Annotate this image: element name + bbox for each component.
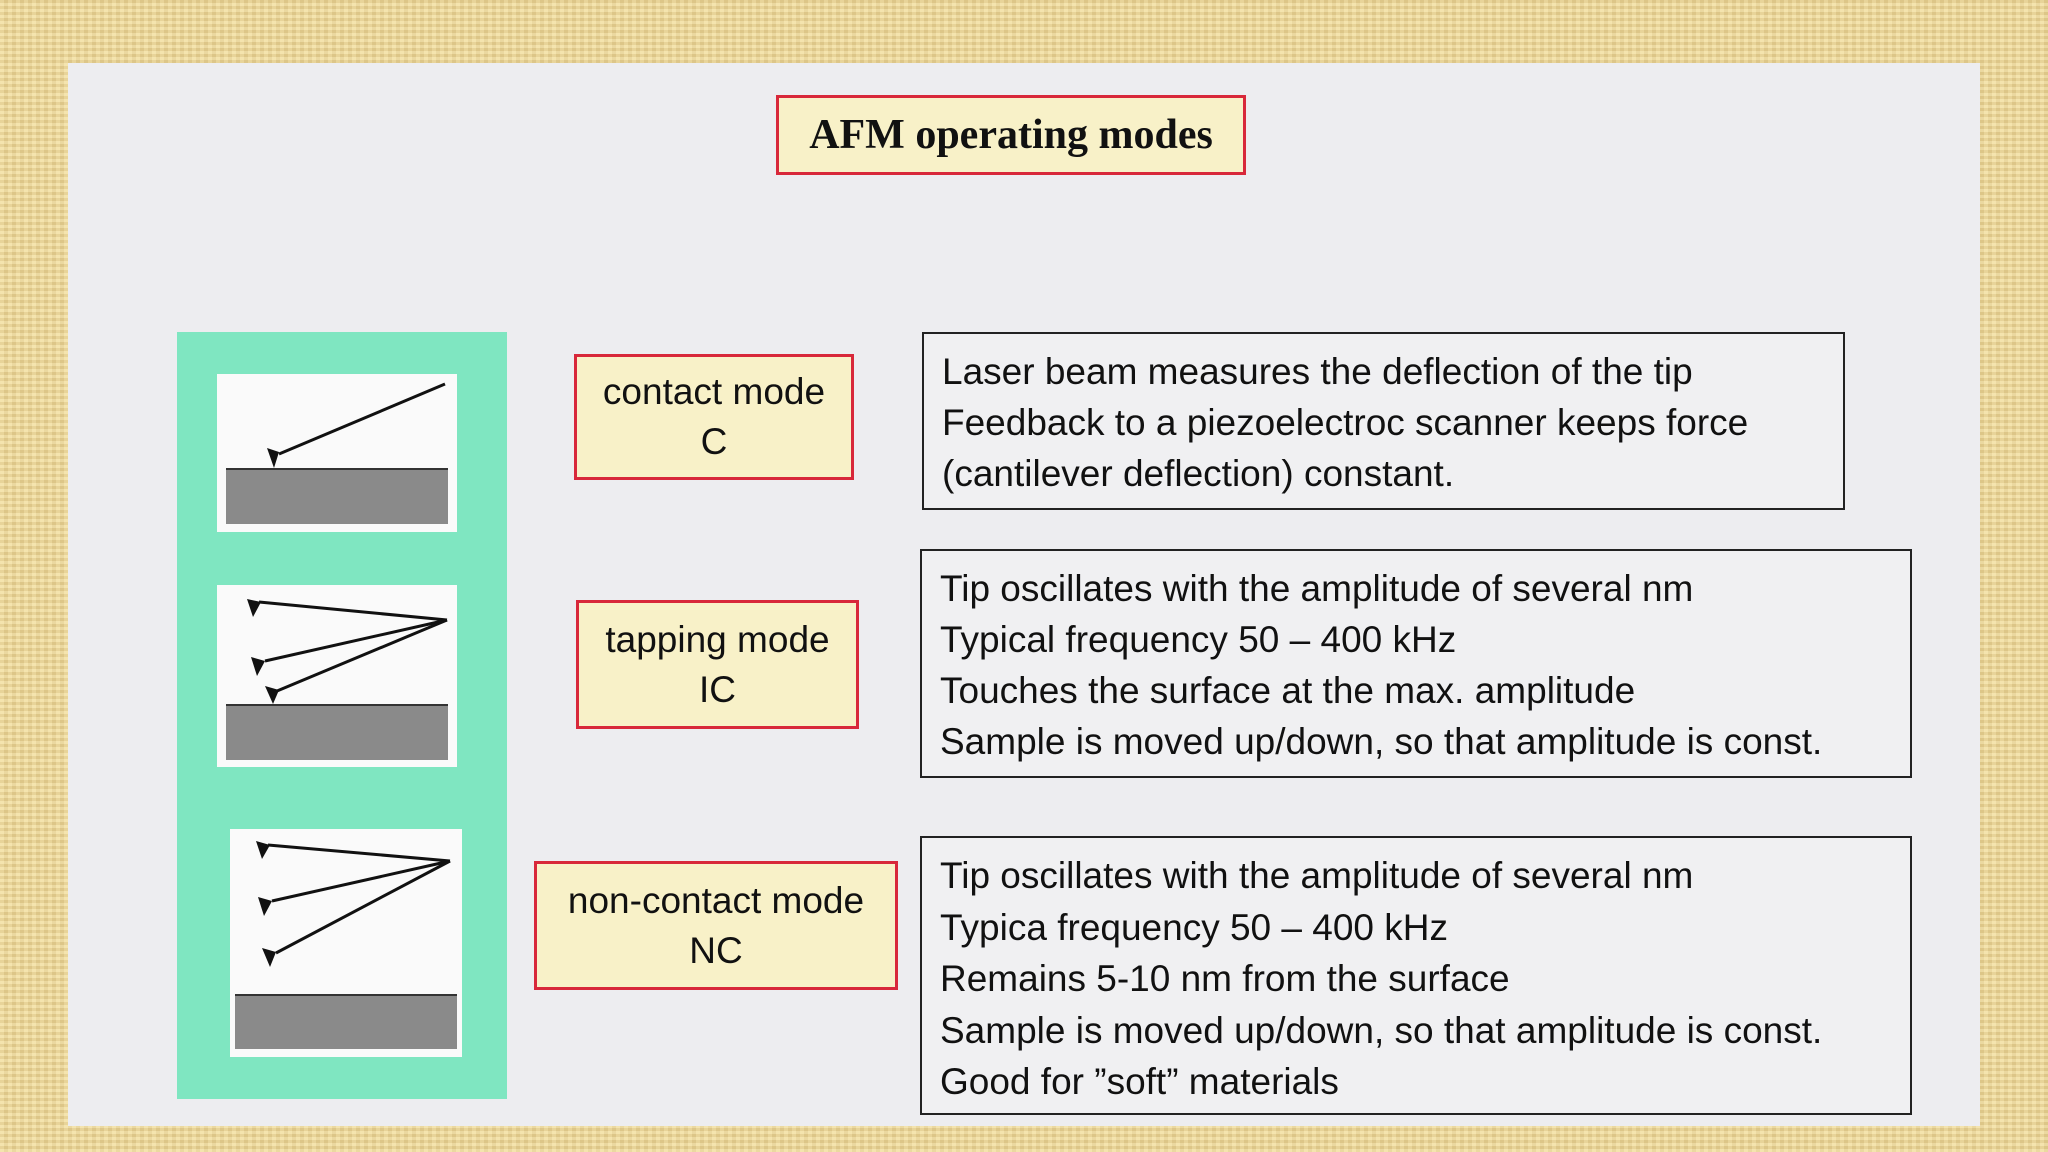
mode-abbreviation: C: [700, 421, 728, 462]
contact-mode-diagram: [217, 374, 457, 532]
description-line: Remains 5-10 nm from the surface: [940, 958, 1510, 999]
sample-surface: [226, 705, 448, 760]
description-line: Tip oscillates with the amplitude of sev…: [940, 855, 1694, 896]
tip-lower: [265, 686, 279, 704]
slide-title: AFM operating modes: [776, 95, 1246, 175]
sample-surface: [235, 995, 457, 1049]
cantilever-lower: [276, 618, 448, 693]
mode-name: non-contact mode: [567, 879, 865, 921]
tip: [267, 448, 279, 468]
sample-surface: [226, 469, 448, 524]
tip-lower: [262, 948, 276, 967]
tapping-mode-label: tapping mode IC: [576, 600, 859, 729]
description-line: Typical frequency 50 – 400 kHz: [940, 619, 1457, 660]
tip-middle: [258, 897, 272, 916]
tip-upper: [247, 599, 261, 617]
cantilever-upper: [267, 843, 451, 863]
cantilever-middle: [271, 859, 451, 903]
tip-upper: [256, 841, 270, 859]
contact-mode-description: Laser beam measures the deflection of th…: [922, 332, 1845, 510]
description-line: (cantilever deflection) constant.: [942, 453, 1455, 494]
mode-abbreviation: NC: [689, 929, 743, 971]
tip-middle: [251, 657, 265, 676]
slide-title-text: AFM operating modes: [809, 112, 1213, 158]
description-line: Typica frequency 50 – 400 kHz: [940, 906, 1449, 948]
cantilever-upper: [258, 600, 448, 622]
contact-mode-label: contact mode C: [574, 354, 854, 480]
description-line: Sample is moved up/down, so that amplitu…: [940, 721, 1823, 762]
description-line: Laser beam measures the deflection of th…: [942, 351, 1693, 392]
description-line: Touches the surface at the max. amplitud…: [940, 670, 1636, 711]
cantilever-lower: [275, 859, 451, 955]
tapping-mode-diagram: [217, 585, 457, 767]
description-line: Tip oscillates with the amplitude of sev…: [940, 568, 1694, 609]
mode-name: contact mode: [602, 371, 826, 412]
non-contact-mode-description: Tip oscillates with the amplitude of sev…: [920, 836, 1912, 1115]
description-line: Sample is moved up/down, so that amplitu…: [940, 1009, 1823, 1051]
tapping-mode-description: Tip oscillates with the amplitude of sev…: [920, 549, 1912, 778]
description-line: Feedback to a piezoelectroc scanner keep…: [942, 402, 1749, 443]
description-line: Good for ”soft” materials: [940, 1061, 1339, 1102]
mode-abbreviation: IC: [699, 668, 736, 710]
non-contact-mode-label: non-contact mode NC: [534, 861, 898, 990]
cantilever-middle: [264, 618, 448, 663]
cantilever: [278, 382, 446, 456]
mode-name: tapping mode: [605, 618, 830, 660]
non-contact-mode-diagram: [230, 829, 462, 1057]
